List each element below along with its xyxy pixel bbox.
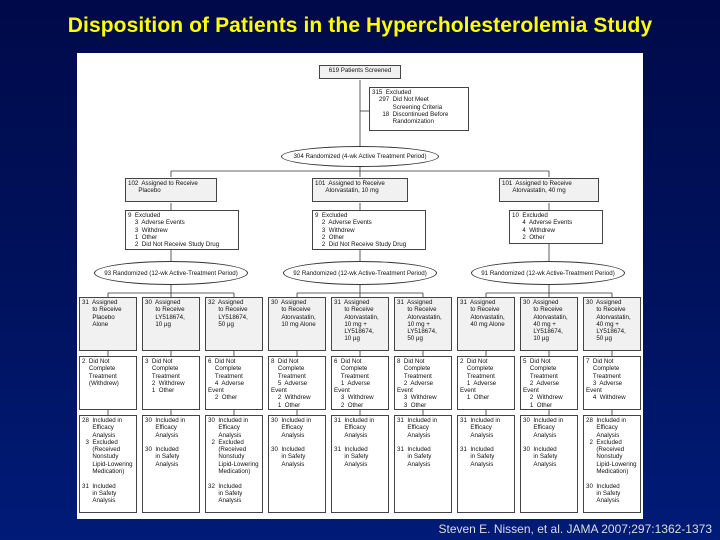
group-analysis-box: 31 Included in Efficacy Analysis 31 Incl… xyxy=(331,415,389,513)
excluded-box: 315 Excluded 297 Did Not Meet Screening … xyxy=(369,87,469,131)
group-analysis-box: 30 Included in Efficacy Analysis 30 Incl… xyxy=(142,415,200,513)
arm-placebo-box: 102 Assigned to Receive Placebo xyxy=(125,178,217,202)
group-analysis-box: 30 Included in Efficacy Analysis 2 Exclu… xyxy=(205,415,263,513)
group-analysis-box: 31 Included in Efficacy Analysis 31 Incl… xyxy=(394,415,452,513)
group-discontinued-box: 6 Did Not Complete Treatment 4 Adverse E… xyxy=(205,356,263,410)
group-analysis-box: 30 Included in Efficacy Analysis 30 Incl… xyxy=(268,415,326,513)
group-assigned-box: 31 Assigned to Receive Atorvastatin, 10 … xyxy=(394,297,452,351)
group-discontinued-box: 7 Did Not Complete Treatment 3 Adverse E… xyxy=(583,356,641,410)
group-discontinued-box: 6 Did Not Complete Treatment 1 Adverse E… xyxy=(331,356,389,410)
group-assigned-box: 30 Assigned to Receive Atorvastatin, 40 … xyxy=(583,297,641,351)
arm-placebo-randomized-oval: 93 Randomized (12-wk Active-Treatment Pe… xyxy=(94,261,248,285)
arm-placebo-excluded-box: 9 Excluded 3 Adverse Events 3 Withdrew 1… xyxy=(125,210,239,250)
group-analysis-box: 28 Included in Efficacy Analysis 3 Exclu… xyxy=(79,415,137,513)
group-discontinued-box: 5 Did Not Complete Treatment 2 Adverse E… xyxy=(520,356,578,410)
randomized-4wk-oval: 304 Randomized (4-wk Active Treatment Pe… xyxy=(281,146,439,167)
group-assigned-box: 31 Assigned to Receive Placebo Alone xyxy=(79,297,137,351)
group-assigned-box: 30 Assigned to Receive Atorvastatin, 10 … xyxy=(268,297,326,351)
group-analysis-box: 28 Included in Efficacy Analysis 2 Exclu… xyxy=(583,415,641,513)
arm-atorva-10-randomized-oval: 92 Randomized (12-wk Active-Treatment Pe… xyxy=(283,261,437,285)
group-discontinued-box: 3 Did Not Complete Treatment 2 Withdrew … xyxy=(142,356,200,410)
group-discontinued-box: 2 Did Not Complete Treatment (Withdrew) xyxy=(79,356,137,410)
group-discontinued-box: 8 Did Not Complete Treatment 5 Adverse E… xyxy=(268,356,326,410)
slide-title: Disposition of Patients in the Hyperchol… xyxy=(67,14,653,37)
arm-atorva-10-box: 101 Assigned to Receive Atorvastatin, 10… xyxy=(312,178,408,202)
group-assigned-box: 30 Assigned to Receive Atorvastatin, 40 … xyxy=(520,297,578,351)
group-analysis-box: 31 Included in Efficacy Analysis 31 Incl… xyxy=(457,415,515,513)
arm-atorva-40-excluded-box: 10 Excluded 4 Adverse Events 4 Withdrew … xyxy=(509,210,603,244)
group-assigned-box: 32 Assigned to Receive LY518674, 50 µg xyxy=(205,297,263,351)
group-discontinued-box: 2 Did Not Complete Treatment 1 Adverse E… xyxy=(457,356,515,410)
group-assigned-box: 31 Assigned to Receive Atorvastatin, 10 … xyxy=(331,297,389,351)
group-discontinued-box: 8 Did Not Complete Treatment 2 Adverse E… xyxy=(394,356,452,410)
screened-box: 619 Patients Screened xyxy=(319,65,401,79)
consort-flow-diagram: 619 Patients Screened 315 Excluded 297 D… xyxy=(77,53,643,519)
group-assigned-box: 31 Assigned to Receive Atorvastatin, 40 … xyxy=(457,297,515,351)
arm-atorva-40-box: 101 Assigned to Receive Atorvastatin, 40… xyxy=(499,178,599,202)
group-analysis-box: 30 Included in Efficacy Analysis 30 Incl… xyxy=(520,415,578,513)
arm-atorva-10-excluded-box: 9 Excluded 2 Adverse Events 3 Withdrew 2… xyxy=(312,210,426,250)
arm-atorva-40-randomized-oval: 91 Randomized (12-wk Active-Treatment Pe… xyxy=(471,261,625,285)
citation: Steven E. Nissen, et al. JAMA 2007;297:1… xyxy=(438,522,712,536)
group-assigned-box: 30 Assigned to Receive LY518674, 10 µg xyxy=(142,297,200,351)
